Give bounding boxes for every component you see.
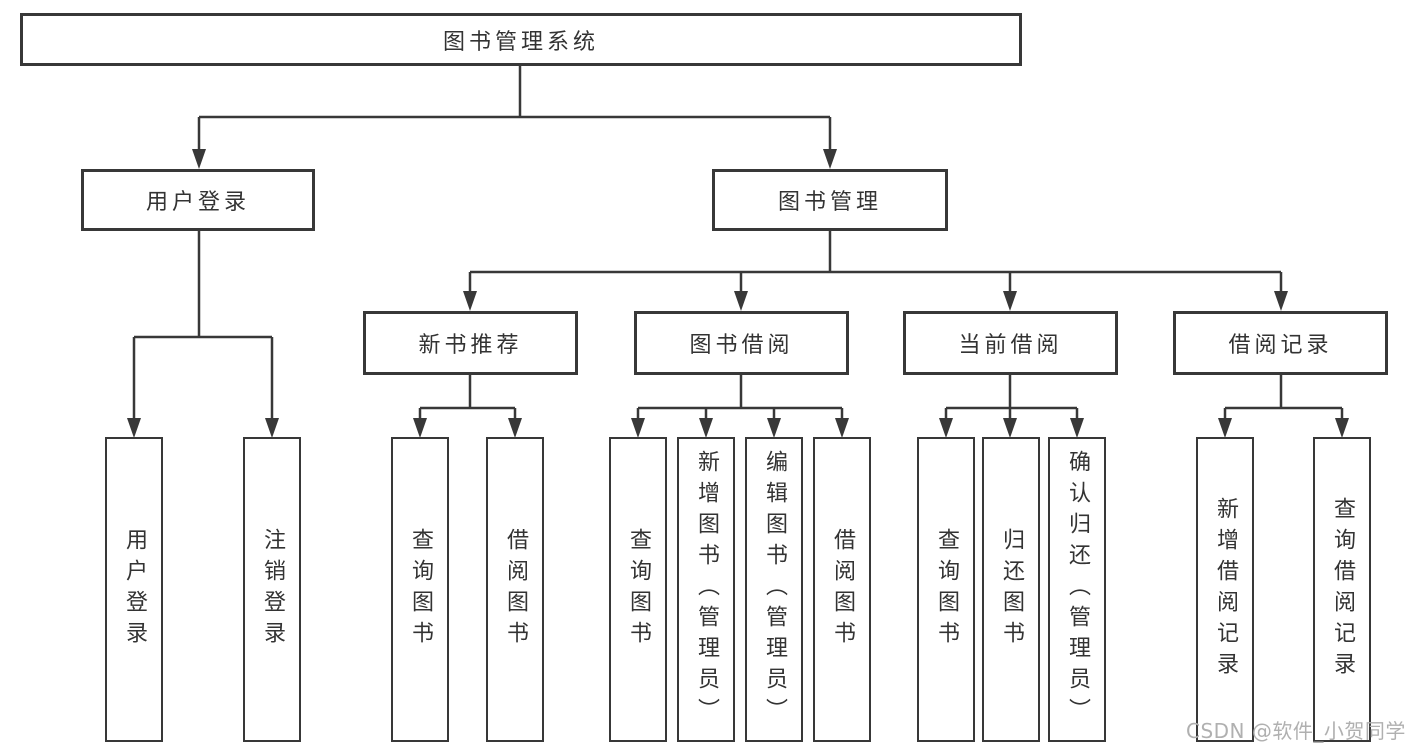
node-user-login: 用户登录 [81, 169, 315, 231]
node-query-borrow-record: 查询借阅记录 [1313, 437, 1371, 742]
node-label: 用户登录 [122, 527, 147, 652]
node-add-book-admin: 新增图书（管理员） [677, 437, 735, 742]
node-query-books-1: 查询图书 [391, 437, 449, 742]
node-current-borrow: 当前借阅 [903, 311, 1118, 375]
node-label: 新增借阅记录 [1213, 496, 1238, 683]
node-label: 查询图书 [934, 527, 959, 652]
node-query-books-2: 查询图书 [609, 437, 667, 742]
node-book-borrow: 图书借阅 [634, 311, 849, 375]
node-label: 注销登录 [260, 527, 285, 652]
node-label: 借阅图书 [830, 527, 855, 652]
node-new-book-recommend: 新书推荐 [363, 311, 578, 375]
node-label: 归还图书 [999, 527, 1024, 652]
node-edit-book-admin: 编辑图书（管理员） [745, 437, 803, 742]
node-borrow-books-1: 借阅图书 [486, 437, 544, 742]
node-label: 查询借阅记录 [1330, 496, 1355, 683]
node-label: 编辑图书（管理员） [762, 450, 787, 729]
node-borrow-records: 借阅记录 [1173, 311, 1388, 375]
node-return-book: 归还图书 [982, 437, 1040, 742]
node-add-borrow-record: 新增借阅记录 [1196, 437, 1254, 742]
node-query-books-3: 查询图书 [917, 437, 975, 742]
node-confirm-return-admin: 确认归还（管理员） [1048, 437, 1106, 742]
node-label: 新增图书（管理员） [694, 450, 719, 729]
arrowheads [127, 149, 1349, 438]
node-label: 查询图书 [408, 527, 433, 652]
node-label: 确认归还（管理员） [1065, 450, 1090, 729]
csdn-watermark: CSDN @软件_小贺同学 [1186, 719, 1405, 743]
node-user-login-leaf: 用户登录 [105, 437, 163, 742]
node-root: 图书管理系统 [20, 13, 1022, 66]
node-logout-leaf: 注销登录 [243, 437, 301, 742]
node-book-management: 图书管理 [712, 169, 948, 231]
node-borrow-books-2: 借阅图书 [813, 437, 871, 742]
node-label: 借阅图书 [503, 527, 528, 652]
node-label: 查询图书 [626, 527, 651, 652]
connector-path [132, 66, 1344, 420]
